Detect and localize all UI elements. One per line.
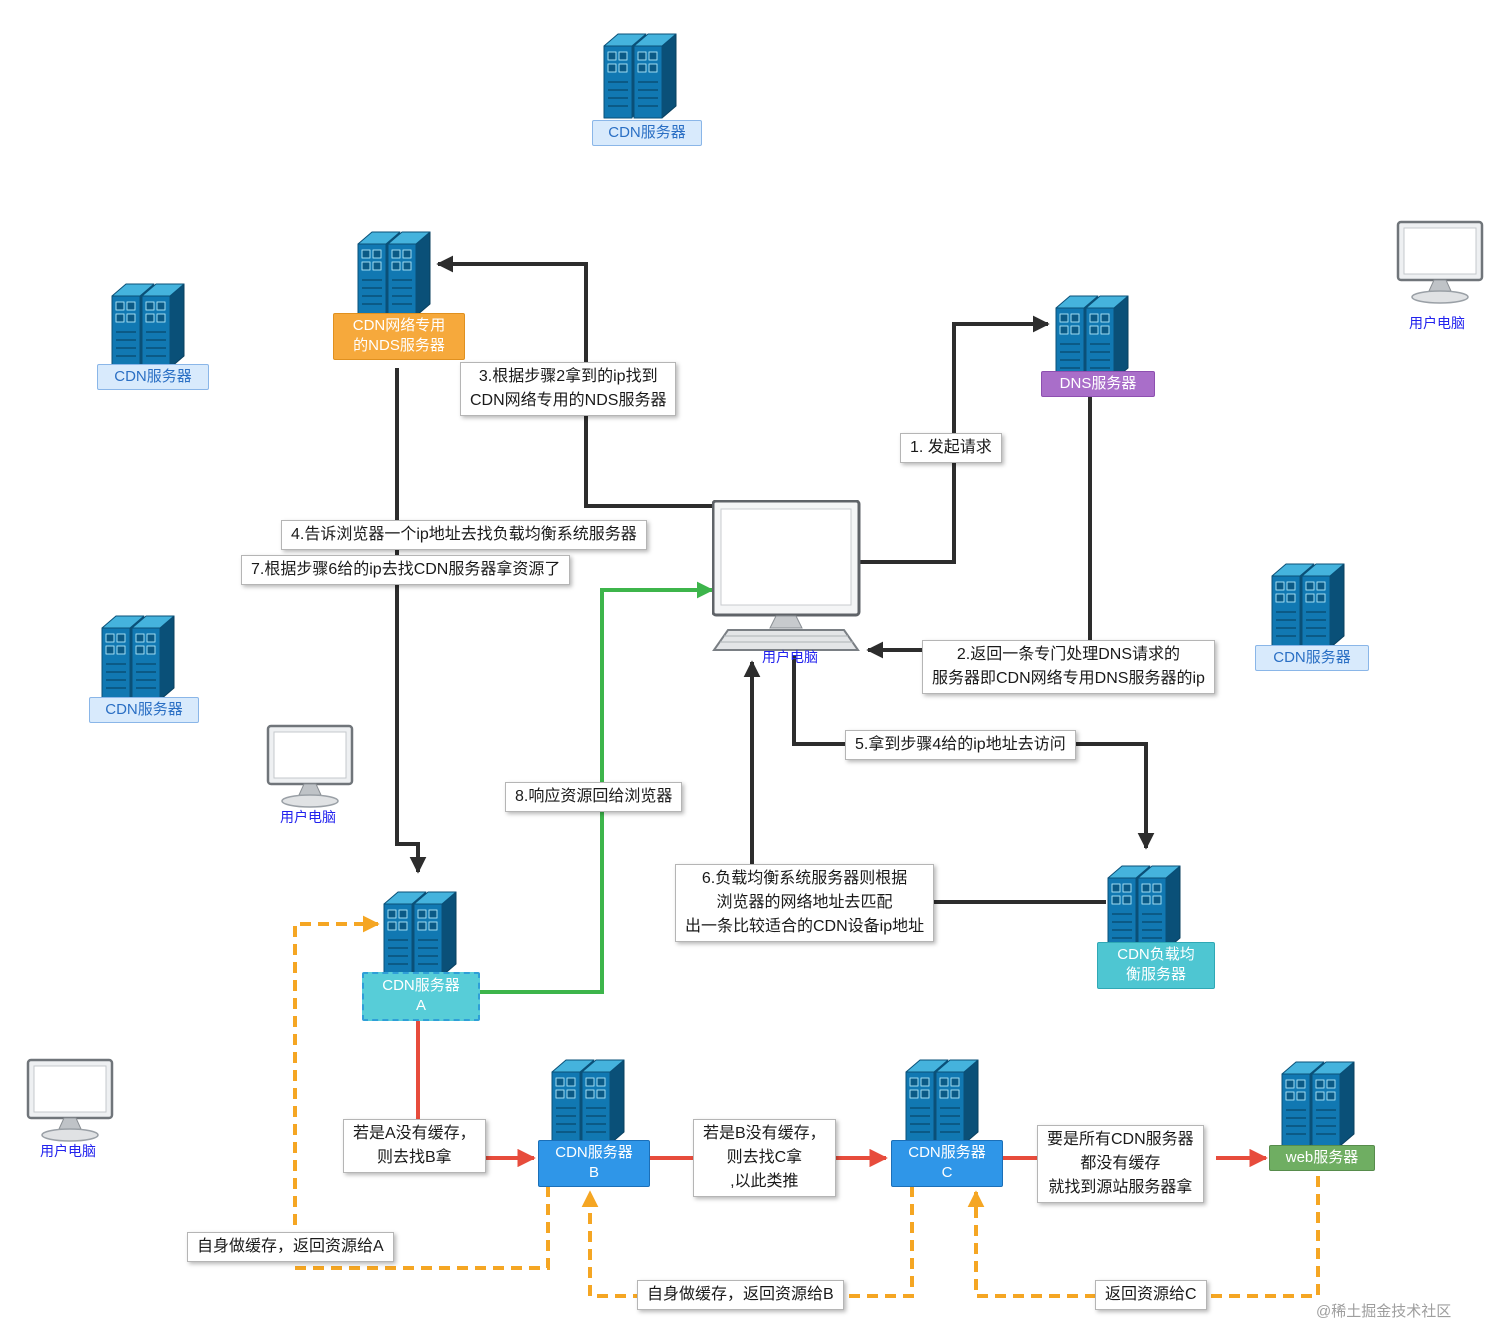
edge-step2-dns-to-browser <box>866 376 1092 659</box>
annotation-step6: 6.负载均衡系统服务器则根据 浏览器的网络地址去匹配 出一条比较适合的CDN设备… <box>675 864 935 942</box>
cdn-lb-server-label: CDN负载均 衡服务器 <box>1097 942 1215 989</box>
watermark: @稀土掘金技术社区 <box>1316 1303 1452 1320</box>
nds-server-label: CDN网络专用 的NDS服务器 <box>333 313 465 360</box>
cdn-lb-server-server-icon <box>1106 854 1184 957</box>
cdn-server-b-label: CDN服务器 B <box>538 1140 650 1187</box>
web-server-server-icon <box>1280 1050 1358 1153</box>
cdn-server-right-server-icon <box>1270 552 1348 655</box>
annotation-cond-b: 若是B没有缓存， 则去找C拿 ,以此类推 <box>693 1119 836 1197</box>
annotation-return-c: 返回资源给C <box>1095 1280 1207 1310</box>
annotation-step5: 5.拿到步骤4给的ip地址去访问 <box>845 730 1076 760</box>
cdn-server-topleft-label: CDN服务器 <box>97 364 209 391</box>
edge-b-return-to-a <box>293 915 550 1270</box>
annotation-step8: 8.响应资源回给浏览器 <box>505 782 683 812</box>
cdn-server-left-label: CDN服务器 <box>89 697 199 724</box>
cdn-server-c-label: CDN服务器 C <box>891 1140 1003 1187</box>
annotation-cond-a: 若是A没有缓存， 则去找B拿 <box>343 1119 486 1173</box>
user-pc-left-label: 用户电脑 <box>280 809 336 825</box>
browser-pc-label: 用户电脑 <box>762 649 818 665</box>
annotation-cond-c: 要是所有CDN服务器 都没有缓存 就找到源站服务器拿 <box>1037 1125 1204 1203</box>
cdn-server-c-server-icon <box>904 1048 982 1151</box>
annotation-step1: 1. 发起请求 <box>900 433 1002 463</box>
cdn-server-topleft-server-icon <box>110 272 188 375</box>
annotation-step4: 4.告诉浏览器一个ip地址去找负载均衡系统服务器 <box>281 520 647 550</box>
cdn-server-left-server-icon <box>100 604 178 707</box>
cdn-server-top-server-icon <box>602 22 680 125</box>
user-pc-topright-pc-icon <box>1394 220 1486 313</box>
nds-server-server-icon <box>356 220 434 323</box>
browser-pc-browser-icon <box>711 499 862 657</box>
annotation-return-b: 自身做缓存，返回资源给B <box>637 1280 844 1310</box>
dns-server-label: DNS服务器 <box>1041 371 1155 398</box>
web-server-label: web服务器 <box>1269 1145 1375 1172</box>
user-pc-topright-label: 用户电脑 <box>1409 315 1465 331</box>
annotation-return-a: 自身做缓存，返回资源给A <box>187 1232 394 1262</box>
user-pc-left-pc-icon <box>264 724 356 817</box>
cdn-server-right-label: CDN服务器 <box>1255 645 1369 672</box>
user-pc-bottomleft-label: 用户电脑 <box>40 1143 96 1159</box>
cdn-server-a-server-icon <box>382 880 460 983</box>
annotation-step2: 2.返回一条专门处理DNS请求的 服务器即CDN网络专用DNS服务器的ip <box>922 640 1215 694</box>
dns-server-server-icon <box>1054 284 1132 387</box>
annotation-step3: 3.根据步骤2拿到的ip找到 CDN网络专用的NDS服务器 <box>460 362 677 416</box>
user-pc-bottomleft-pc-icon <box>24 1058 116 1151</box>
cdn-server-a-label: CDN服务器 A <box>362 972 480 1021</box>
annotation-step7: 7.根据步骤6给的ip去找CDN服务器拿资源了 <box>241 555 571 585</box>
cdn-server-b-server-icon <box>550 1048 628 1151</box>
edge-step4-nds-to-cdn-a <box>395 368 427 874</box>
cdn-server-top-label: CDN服务器 <box>592 120 702 147</box>
